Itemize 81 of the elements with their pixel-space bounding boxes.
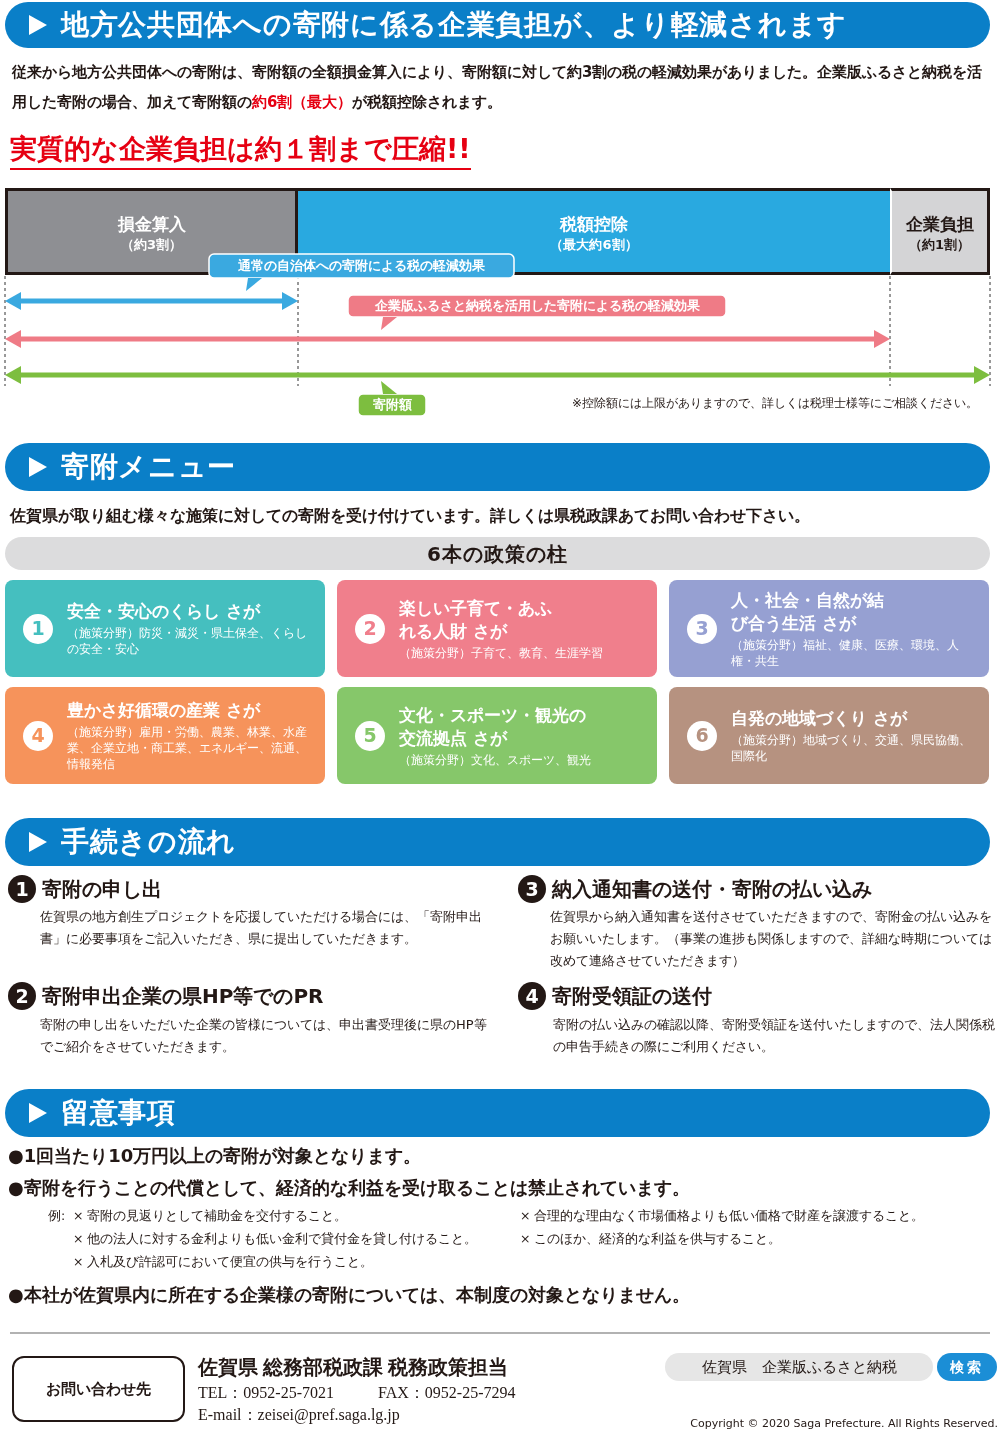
example-item: × 寄附の見返りとして補助金を交付すること。	[73, 1207, 349, 1225]
segment-ratio: （約3割）	[120, 236, 182, 254]
policy-card	[5, 687, 325, 784]
policy-title: 自発の地域づくり さが	[731, 707, 909, 730]
step-title: 寄附受領証の送付	[552, 983, 713, 1010]
policy-card	[5, 580, 325, 677]
policy-title: 楽しい子育て・あふれる人財 さが	[399, 596, 553, 643]
speech-bubble	[347, 294, 727, 330]
policy-title: 豊かさ好循環の産業 さが	[67, 699, 262, 722]
section-header-band	[5, 1089, 990, 1137]
policy-title: 安全・安心のくらし さが	[67, 600, 262, 623]
fax-number: FAX：0952-25-7294	[378, 1383, 516, 1403]
number-badge: 4	[23, 720, 53, 751]
speech-bubble	[357, 381, 427, 417]
phone-number: TEL：0952-25-7021	[198, 1383, 334, 1403]
segment-title: 税額控除	[560, 213, 628, 235]
step-number: 4	[518, 982, 546, 1010]
segment-title: 企業負担	[905, 213, 974, 235]
bar-segment	[890, 188, 990, 275]
section-heading: 地方公共団体への寄附に係る企業負担が、より軽減されます	[61, 7, 847, 43]
speech-bubble	[208, 253, 515, 291]
section-heading: 手続きの流れ	[61, 824, 237, 860]
example-item: × 他の法人に対する金利よりも低い金利で貸付金を貸し付けること。	[73, 1230, 479, 1248]
policy-title: 文化・スポーツ・観光の交流拠点 さが	[399, 703, 587, 750]
bubble-label: 企業版ふるさと納税を活用した寄附による税の軽減効果	[374, 297, 700, 316]
policy-fields: （施策分野）子育て、教育、生涯学習	[399, 644, 649, 661]
segment-ratio: （最大約6割）	[550, 236, 638, 254]
step-description: 佐賀県から納入通知書を送付させていただきますので、寄附金の払い込みをお願いいたします。（事業の進捗も関係しますので、詳細な時期については改めて連絡させていただきます）	[550, 908, 993, 970]
policy-fields: （施策分野）雇用・労働、農業、林業、水産業、企業立地・商工業、エネルギー、流通、情報発信	[67, 724, 317, 772]
policy-fields: （施策分野）地域づくり、交通、県民協働、国際化	[731, 732, 981, 764]
bubble-label: 通常の自治体への寄附による税の軽減効果	[238, 257, 485, 276]
subheading: 6本の政策の柱	[427, 540, 568, 568]
contact-heading: お問い合わせ先	[46, 1378, 151, 1400]
subheading-band	[5, 537, 990, 570]
email-address: E-mail：zeisei@pref.saga.lg.jp	[198, 1405, 400, 1425]
intro-text: 佐賀県が取り組む様々な施策に対しての寄附を受け付けています。詳しくは県税政課あてお問い合わせ下さい。	[10, 505, 811, 527]
search-button: 検索	[937, 1353, 997, 1381]
policy-fields: （施策分野）防災・減災・県土保全、くらしの安全・安心	[67, 625, 317, 657]
section-header-band	[5, 818, 990, 866]
section-heading: 寄附メニュー	[61, 449, 237, 485]
number-badge: 6	[687, 720, 717, 751]
search-field: 佐賀県 企業版ふるさと納税	[665, 1353, 933, 1381]
headline: 実質的な企業負担は約１割まで圧縮!!	[10, 130, 471, 170]
bullet-note: ●本社が佐賀県内に所在する企業様の寄附については、本制度の対象となりません。	[8, 1283, 691, 1307]
example-item: × 入札及び許認可において便宜の供与を行うこと。	[73, 1253, 375, 1271]
footnote: ※控除額には上限がありますので、詳しくは税理士様等にご相談ください。	[572, 395, 980, 411]
step-description: 寄附の払い込みの確認以降、寄附受領証を送付いたしますので、法人関係税の申告手続きの際にご利用ください。	[553, 1016, 995, 1056]
policy-card	[337, 580, 657, 677]
number-badge: 2	[355, 613, 385, 644]
policy-fields: （施策分野）福祉、健康、医療、環境、人権・共生	[731, 636, 981, 669]
example-label: 例:	[48, 1207, 66, 1225]
step-number: 1	[8, 875, 36, 903]
segment-title: 損金算入	[117, 213, 186, 235]
number-badge: 3	[687, 613, 717, 644]
segment-ratio: （約1割）	[908, 236, 970, 254]
bubble-label: 寄附額	[372, 396, 412, 415]
step-title: 寄附の申し出	[42, 876, 163, 903]
number-badge: 5	[355, 720, 385, 751]
policy-fields: （施策分野）文化、スポーツ、観光	[399, 751, 649, 768]
section-heading: 留意事項	[61, 1095, 176, 1131]
copyright-text: Copyright © 2020 Saga Prefecture. All Rights Reserved.	[689, 1417, 998, 1431]
example-item: × 合理的な理由なく市場価格よりも低い価格で財産を譲渡すること。	[520, 1207, 926, 1225]
step-number: 2	[8, 982, 36, 1010]
policy-title: 人・社会・自然が結び合う生活 さが	[731, 588, 885, 635]
contact-box	[12, 1356, 185, 1422]
bullet-note: ●1回当たり10万円以上の寄附が対象となります。	[8, 1144, 423, 1168]
policy-card	[337, 687, 657, 784]
step-title: 納入通知書の送付・寄附の払い込み	[552, 876, 873, 903]
policy-card	[669, 580, 989, 677]
step-description: 佐賀県の地方創生プロジェクトを応援していただける場合には、「寄附申出書」に必要事項をご記入いただき、県に提出していただきます。	[40, 908, 483, 948]
example-item: × このほか、経済的な利益を供与すること。	[520, 1230, 783, 1248]
step-title: 寄附申出企業の県HP等でのPR	[42, 983, 325, 1010]
step-number: 3	[518, 875, 546, 903]
number-badge: 1	[23, 613, 53, 644]
intro-paragraph: 従来から地方公共団体への寄附は、寄附額の全額損金算入により、寄附額に対して約3割の税の軽減効果がありました。企業版ふるさと納税を活用した寄附の場合、加えて寄附額の約6割（最大）が税額控除されます。	[12, 62, 984, 113]
section-header-band	[5, 2, 990, 48]
policy-card	[669, 687, 989, 784]
step-description: 寄附の申し出をいただいた企業の皆様については、申出書受理後に県のHP等でご紹介をさせていただきます。	[40, 1016, 488, 1056]
department-name: 佐賀県 総務部税政課 税務政策担当	[198, 1355, 509, 1380]
section-header-band	[5, 443, 990, 491]
bullet-note: ●寄附を行うことの代償として、経済的な利益を受け取ることは禁止されています。	[8, 1176, 691, 1200]
